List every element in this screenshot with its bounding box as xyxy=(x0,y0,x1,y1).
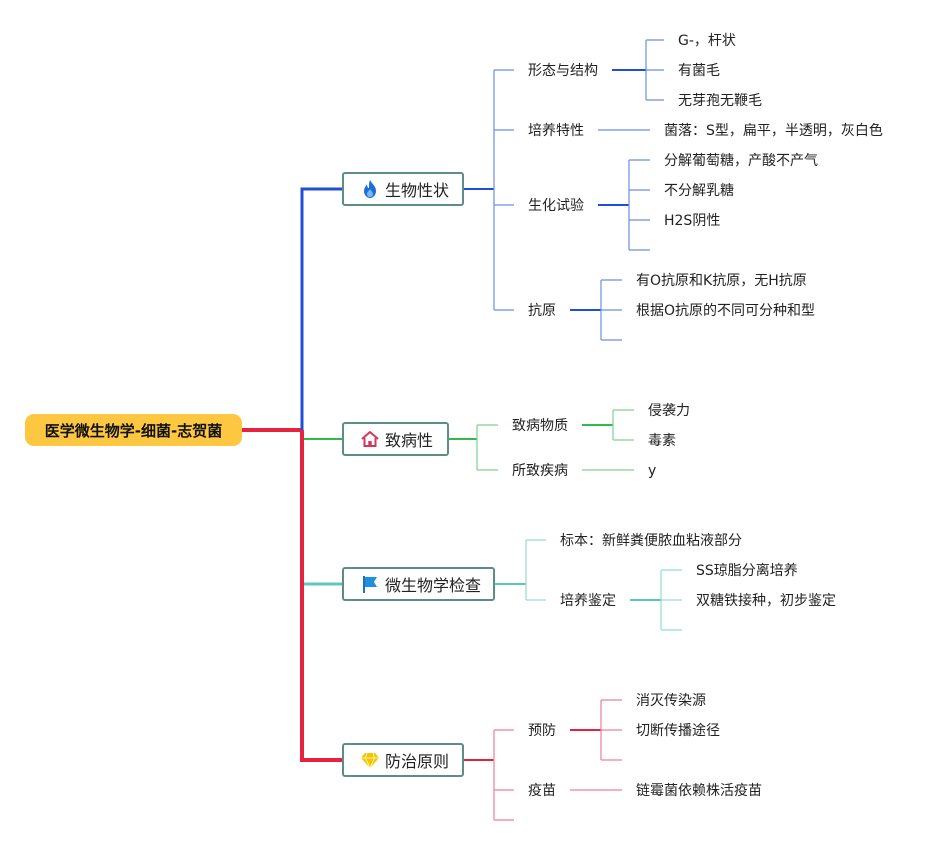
leaf-item[interactable]: 侵袭力 xyxy=(648,403,690,419)
node-virulence[interactable]: 致病物质 xyxy=(512,418,568,434)
root-title: 医学微生物学-细菌-志贺菌 xyxy=(44,421,223,440)
branch-label: 致病性 xyxy=(385,431,434,450)
node-antigen[interactable]: 抗原 xyxy=(528,303,556,319)
node-prevention[interactable]: 预防 xyxy=(528,723,556,739)
root-topic[interactable]: 医学微生物学-细菌-志贺菌 xyxy=(25,414,242,446)
leaf-item[interactable]: 毒素 xyxy=(648,433,676,449)
leaf-item[interactable]: 切断传播途径 xyxy=(636,723,720,739)
branch-pathogenicity[interactable]: 致病性 xyxy=(342,422,449,456)
branch-label: 微生物学检查 xyxy=(385,576,482,595)
fire-icon xyxy=(364,180,376,198)
leaf-item[interactable]: 分解葡萄糖，产酸不产气 xyxy=(664,153,818,169)
branch-label: 生物性状 xyxy=(385,181,450,200)
node-vaccine[interactable]: 疫苗 xyxy=(528,783,556,799)
leaf-item[interactable]: 有菌毛 xyxy=(678,63,720,79)
leaf-item[interactable]: 链霉菌依赖株活疫苗 xyxy=(636,783,762,799)
node-specimen[interactable]: 标本：新鲜粪便脓血粘液部分 xyxy=(560,533,742,549)
leaf-item[interactable]: 双糖铁接种，初步鉴定 xyxy=(696,593,836,609)
node-diseases[interactable]: 所致疾病 xyxy=(512,463,568,479)
leaf-item[interactable]: H2S阴性 xyxy=(664,213,721,229)
node-biochem[interactable]: 生化试验 xyxy=(528,198,584,214)
branch-biological-traits[interactable]: 生物性状 xyxy=(342,172,464,206)
branch-prevention-treatment[interactable]: 防治原则 xyxy=(342,743,464,777)
connector-to-prev xyxy=(300,430,342,762)
diamond-icon xyxy=(361,752,379,770)
connector-to-micro xyxy=(300,430,342,586)
house-icon xyxy=(361,431,379,447)
leaf-item[interactable]: 有O抗原和K抗原，无H抗原 xyxy=(636,273,807,289)
leaf-item[interactable]: 无芽孢无鞭毛 xyxy=(678,93,762,109)
leaf-item[interactable]: y xyxy=(648,463,657,479)
branch-microbiology-exam[interactable]: 微生物学检查 xyxy=(342,567,495,601)
branch-label: 防治原则 xyxy=(385,752,450,771)
node-culture[interactable]: 培养特性 xyxy=(528,123,584,139)
leaf-item[interactable]: 消灭传染源 xyxy=(636,693,706,709)
leaf-item[interactable]: SS琼脂分离培养 xyxy=(696,563,798,579)
connector-to-bio xyxy=(300,187,342,430)
leaf-item[interactable]: 菌落：S型，扁平，半透明，灰白色 xyxy=(664,123,883,139)
node-morphology[interactable]: 形态与结构 xyxy=(528,63,598,79)
node-culture-identification[interactable]: 培养鉴定 xyxy=(560,593,616,609)
leaf-item[interactable]: 不分解乳糖 xyxy=(664,183,734,199)
leaf-item[interactable]: 根据O抗原的不同可分种和型 xyxy=(636,303,816,319)
leaf-item[interactable]: G-，杆状 xyxy=(678,33,736,49)
flag-icon xyxy=(363,576,377,593)
